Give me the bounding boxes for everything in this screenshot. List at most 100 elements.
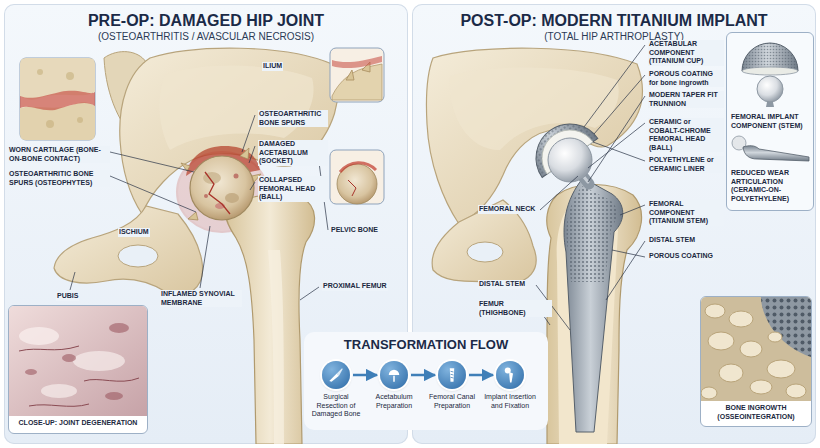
hip-illustration (250, 182, 255, 190)
hip-illustration (70, 272, 75, 290)
step-icon (337, 368, 343, 376)
implant-parts (742, 67, 798, 75)
hip-illustration (200, 226, 210, 288)
ingrowth-closeup (740, 341, 762, 357)
panel-title: POST-OP: MODERN TITANIUM IMPLANT (412, 11, 816, 30)
implant-illustration (588, 123, 645, 168)
part-label: ISCHIUM (118, 228, 150, 237)
hip-illustration (118, 245, 158, 267)
ingrowth-closeup (701, 304, 806, 399)
flow-arrow (353, 374, 377, 377)
part-label: CERAMIC or COBALT-CHROME FEMORAL HEAD (B… (648, 118, 724, 152)
hip-illustration (54, 206, 203, 295)
step-circle: Surgical Resection of Damaged Bone (322, 361, 350, 389)
hip-illustration (110, 152, 194, 172)
cartilage-closeup (41, 384, 77, 398)
hip-illustration (332, 56, 382, 68)
hip-illustration (159, 66, 313, 150)
step-icon (327, 366, 345, 384)
part-label: PROXIMAL FEMUR (322, 282, 388, 291)
hip-illustration (226, 194, 315, 444)
hip-illustration (181, 148, 261, 220)
part-label: DAMAGED ACETABULUM (SOCKET) (258, 140, 328, 166)
implant-illustration (606, 241, 645, 300)
step-circle: Implant Insertion and Fixation (496, 361, 524, 389)
implant-illustration (536, 45, 645, 330)
part-label: ILIUM (262, 62, 283, 71)
implant-illustration (620, 205, 645, 215)
part-label: PELVIC BONE (330, 226, 379, 235)
step-icon (443, 366, 461, 384)
part-label: PUBIS (56, 292, 79, 301)
hip-illustration (110, 176, 196, 212)
cartilage-closeup (19, 327, 59, 345)
hip-illustration (242, 115, 255, 152)
part-label: POLYETHYLENE or CERAMIC LINER (648, 156, 724, 173)
part-label: FEMORAL IMPLANT COMPONENT (STEM) (731, 113, 811, 130)
part-label: DISTAL STEM (648, 236, 696, 245)
part-label: OSTEOARTHRITIC BONE SPURS (258, 110, 328, 127)
implant-illustration (432, 200, 536, 282)
ingrowth-closeup (750, 380, 772, 394)
hip-illustration (20, 91, 95, 110)
flow-arrow (411, 374, 435, 377)
ingrowth-closeup (701, 387, 717, 399)
ingrowth-closeup (761, 297, 811, 357)
step-label: Femoral Canal Preparation (423, 393, 481, 410)
ingrowth-closeup (701, 297, 811, 401)
implant-illustration (426, 45, 645, 444)
panel-title: PRE-OP: DAMAGED HIP JOINT (4, 11, 408, 30)
cartilage-closeup (109, 323, 129, 333)
ingrowth-closeup (701, 297, 811, 401)
step-icon (389, 370, 400, 375)
flow-heading: TRANSFORMATION FLOW (304, 337, 548, 352)
step-icon (509, 372, 513, 383)
hip-illustration (330, 48, 384, 102)
step-label: Implant Insertion and Fixation (481, 393, 539, 410)
ingrowth-closeup (705, 304, 725, 318)
ingrowth-closeup (729, 311, 753, 327)
part-label: ACETABULAR COMPONENT (TITANIUM CUP) (648, 40, 724, 66)
implant-parts (757, 76, 783, 102)
hip-illustration (190, 156, 254, 220)
hip-illustration (77, 117, 83, 123)
inset-box: BONE INGROWTH (OSSEOINTEGRATION) (700, 296, 812, 427)
hip-illustration (37, 69, 43, 75)
part-label: FEMORAL COMPONENT (TITANIUM STEM) (648, 200, 724, 226)
implant-illustration (564, 178, 623, 432)
implant-illustration (540, 176, 578, 210)
hip-illustration (332, 64, 382, 100)
ingrowth-closeup (708, 332, 734, 350)
part-label: REDUCED WEAR ARTICULATION (CERAMIC-ON-PO… (731, 169, 811, 203)
step-icon (385, 366, 403, 384)
implant-illustration (612, 250, 645, 257)
step-label: Acetabulum Preparation (365, 393, 423, 410)
inset-caption: BONE INGROWTH (OSSEOINTEGRATION) (705, 404, 807, 421)
ingrowth-closeup (719, 364, 743, 382)
step-icon (329, 374, 339, 382)
step-icon (393, 376, 395, 382)
hip-illustration (234, 174, 239, 179)
inset-box: CLOSE-UP: JOINT DEGENERATION (8, 305, 148, 434)
stem-part (727, 133, 813, 167)
cartilage-closeup (105, 392, 123, 400)
cartilage-closeup (62, 354, 76, 362)
implant-illustration (594, 75, 645, 134)
inset-caption: CLOSE-UP: JOINT DEGENERATION (13, 419, 143, 428)
step-circle: Acetabulum Preparation (380, 361, 408, 389)
hip-illustration (204, 194, 208, 198)
implant-illustration (548, 138, 592, 182)
hip-illustration (20, 58, 95, 140)
cartilage-closeup (19, 346, 139, 406)
part-label: INFLAMED SYNOVIAL MEMBRANE (160, 290, 242, 307)
part-label: WORN CARTILAGE (BONE-ON-BONE CONTACT) (8, 146, 110, 163)
ingrowth-closeup (768, 332, 782, 342)
implant-illustration (426, 48, 642, 444)
hip-illustration (66, 72, 74, 80)
step-icon (450, 368, 455, 382)
part-label: OSTEOARTHRITIC BONE SPURS (OSTEOPHYTES) (8, 170, 110, 187)
part-label: FEMUR (THIGHBONE) (478, 300, 552, 317)
